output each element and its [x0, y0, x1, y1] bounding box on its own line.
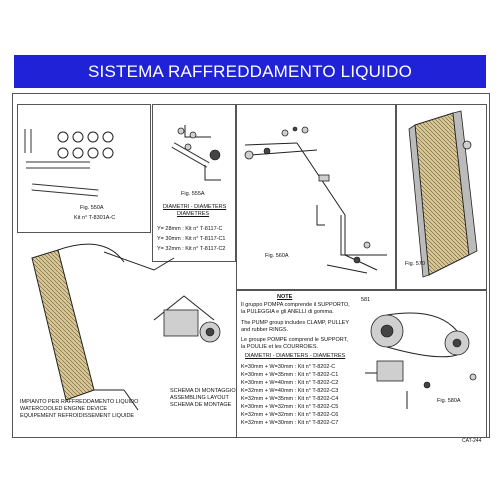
hose-kit-drawing: [24, 112, 135, 197]
installation-caption-fr: EQUIPEMENT REFROIDISSEMENT LIQUIDE: [20, 413, 135, 419]
note-fr-2: la POULIE et les COURROIES.: [241, 344, 319, 350]
fig-555a-row-1: Y= 28mm : Kit n° T-8117-C: [157, 226, 223, 232]
fig-570-panel: Fig. 570: [396, 104, 487, 290]
note-fr-1: Le groupe POMPE comprend le SUPPORT,: [241, 337, 348, 343]
fig-555a-row-3: Y= 32mm : Kit n° T-8117-C2: [157, 246, 226, 252]
fig-570-label: Fig. 570: [405, 261, 425, 267]
fig-580a-row-4: K=32mm + W=40mm : Kit n° T-8202-C3: [241, 388, 339, 394]
installation-panel: IMPIANTO PER RAFFREDDAMENTO LIQUIDO WATE…: [14, 240, 238, 436]
fig-580a-label: Fig. 580A: [437, 398, 461, 404]
radiator-bracket-drawing: [244, 126, 387, 274]
note-title: NOTE: [277, 294, 293, 300]
note-it-2: la PULEGGIA e gli ANELLI di gomma.: [241, 309, 334, 315]
fig-580a-row-3: K=30mm + W=40mm : Kit n° T-8202-C2: [241, 380, 339, 386]
note-it-1: Il gruppo POMPA comprende il SUPPORTO,: [241, 302, 350, 308]
fig-580a-row-1: K=30mm + W=30mm : Kit n° T-8202-C: [241, 364, 336, 370]
fig-555a-diameters: DIAMETRI - DIAMETERS: [163, 204, 227, 210]
fig-580a-diameters-heading: DIAMETRI - DIAMETERS - DIAMETRES: [245, 353, 346, 359]
installation-caption-en: WATERCOOLED ENGINE DEVICE: [20, 406, 108, 412]
fig-555a-row-2: Y= 30mm : Kit n° T-8117-C1: [157, 236, 226, 242]
fig-580a-row-7: K=32mm + W=32mm : Kit n° T-8202-C6: [241, 412, 339, 418]
fig-580a-row-2: K=30mm + W=35mm : Kit n° T-8202-C1: [241, 372, 339, 378]
fig-560a-label: Fig. 560A: [265, 253, 289, 259]
assembly-caption-it: SCHEMA DI MONTAGGIO: [170, 388, 236, 394]
installation-drawing: [31, 243, 221, 411]
fig-550a-kit: Kit n° T-8301A-C: [74, 215, 116, 221]
fig-580a-row-8: K=32mm + W=30mm : Kit n° T-8202-C7: [241, 420, 339, 426]
fig-580a-row-6: K=30mm + W=32mm : Kit n° T-8202-C5: [241, 404, 339, 410]
fig-550a-label: Fig. 550A: [80, 205, 104, 211]
pump-group-drawing: [365, 312, 477, 409]
fig-555a-panel: Fig. 555A DIAMETRI - DIAMETERS DIAMETRES…: [152, 104, 236, 262]
fig-580a-row-5: K=32mm + W=35mm : Kit n° T-8202-C4: [241, 396, 339, 402]
part-581: 581: [361, 297, 371, 303]
catalog-code: CAT-244: [462, 438, 482, 444]
hose-clamp-drawing: [171, 125, 221, 181]
page-title: SISTEMA RAFFREDDAMENTO LIQUIDO: [87, 61, 412, 81]
installation-caption-it: IMPIANTO PER RAFFREDDAMENTO LIQUIDO: [20, 399, 139, 405]
note-en-2: and rubber RINGS.: [241, 327, 289, 333]
note-en-1: The PUMP group includes CLAMP, PULLEY: [241, 320, 350, 326]
fig-560a-panel: Fig. 560A: [236, 104, 396, 290]
radiator-drawing: [408, 110, 478, 278]
assembly-caption-fr: SCHEMA DE MONTAGE: [170, 402, 232, 408]
page-title-banner: SISTEMA RAFFREDDAMENTO LIQUIDO: [14, 55, 486, 88]
fig-580a-panel: NOTE Il gruppo POMPA comprende il SUPPOR…: [236, 290, 487, 438]
fig-550a-panel: Fig. 550A Kit n° T-8301A-C: [17, 104, 151, 233]
fig-555a-label: Fig. 555A: [181, 191, 205, 197]
assembly-caption-en: ASSEMBLING LAYOUT: [170, 395, 229, 401]
fig-555a-diametres: DIAMETRES: [177, 211, 210, 217]
